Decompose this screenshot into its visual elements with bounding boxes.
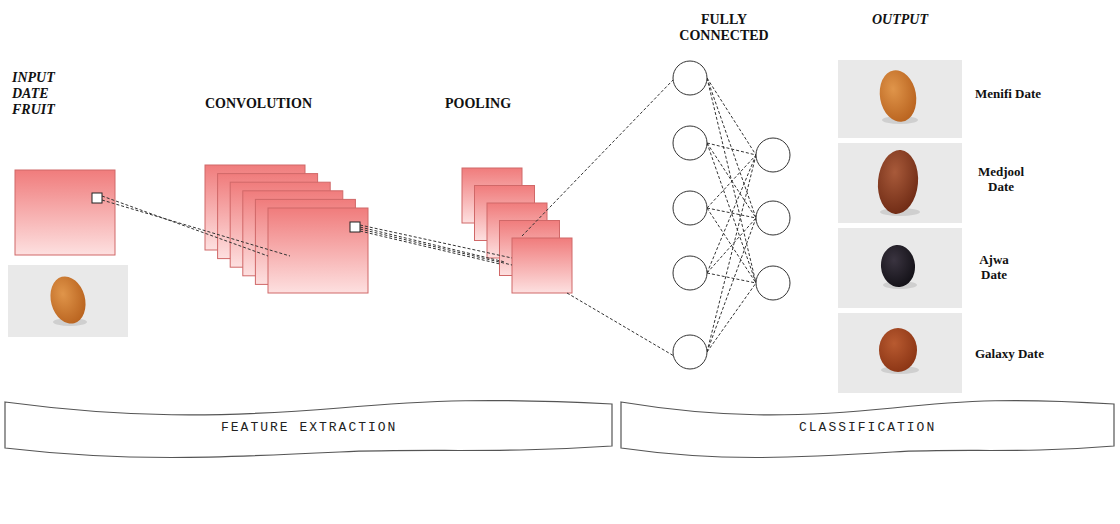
stage-band: CLASSIFICATION xyxy=(619,396,1117,466)
band-title: CLASSIFICATION xyxy=(799,420,936,435)
dashed-line xyxy=(707,78,756,155)
dashed-line xyxy=(707,208,756,218)
feature-map xyxy=(268,208,368,293)
dashed-line xyxy=(360,225,512,258)
photo-background xyxy=(838,143,962,223)
stage-label: CONVOLUTION xyxy=(205,96,312,112)
dashed-line xyxy=(360,229,512,265)
neuron xyxy=(756,138,790,172)
date-fruit xyxy=(45,272,90,327)
neuron xyxy=(673,256,707,290)
dashed-line xyxy=(522,80,673,236)
pooled-map xyxy=(512,238,572,293)
dashed-line xyxy=(707,143,756,283)
dashed-line xyxy=(707,78,756,218)
date-fruit xyxy=(875,148,920,215)
neuron xyxy=(673,335,707,369)
dashed-line xyxy=(707,273,756,283)
band-outline xyxy=(621,401,1114,458)
stage-label: INPUT DATE FRUIT xyxy=(12,70,84,118)
stage-label: Menifi Date xyxy=(975,86,1041,101)
stage-label: Ajwa Date xyxy=(970,252,1018,282)
input-map xyxy=(15,170,115,255)
neuron xyxy=(673,191,707,225)
dashed-line xyxy=(102,196,268,256)
dashed-line xyxy=(102,200,290,256)
kernel-window xyxy=(350,222,360,232)
dashed-line xyxy=(567,293,674,356)
neuron xyxy=(673,126,707,160)
kernel-window xyxy=(92,193,102,203)
dashed-line xyxy=(707,143,756,155)
stage-label: FULLY CONNECTED xyxy=(676,12,772,44)
photo-background xyxy=(838,60,962,138)
dashed-line xyxy=(707,208,756,283)
band-outline xyxy=(5,401,612,458)
stage-label: Galaxy Date xyxy=(975,346,1044,361)
dashed-line xyxy=(707,218,756,352)
neuron xyxy=(756,201,790,235)
stage-label: Medjool Date xyxy=(972,164,1030,194)
stage-label: OUTPUT xyxy=(872,12,928,28)
dashed-line xyxy=(707,218,756,273)
photo-background xyxy=(838,313,962,393)
band-title: FEATURE EXTRACTION xyxy=(221,420,397,435)
dashed-line xyxy=(707,155,756,273)
dashed-line xyxy=(707,155,756,208)
date-fruit xyxy=(879,328,917,372)
date-fruit xyxy=(876,67,920,124)
dashed-line xyxy=(707,155,756,352)
stage-band: FEATURE EXTRACTION xyxy=(3,396,615,466)
stage-label: POOLING xyxy=(445,96,511,112)
neuron xyxy=(756,266,790,300)
photo-background xyxy=(8,265,128,337)
dashed-line xyxy=(707,143,756,218)
dashed-line xyxy=(360,227,505,262)
neuron xyxy=(673,61,707,95)
dashed-line xyxy=(360,231,500,264)
dashed-line xyxy=(707,283,756,352)
photo-background xyxy=(838,228,962,308)
date-fruit xyxy=(879,244,917,289)
